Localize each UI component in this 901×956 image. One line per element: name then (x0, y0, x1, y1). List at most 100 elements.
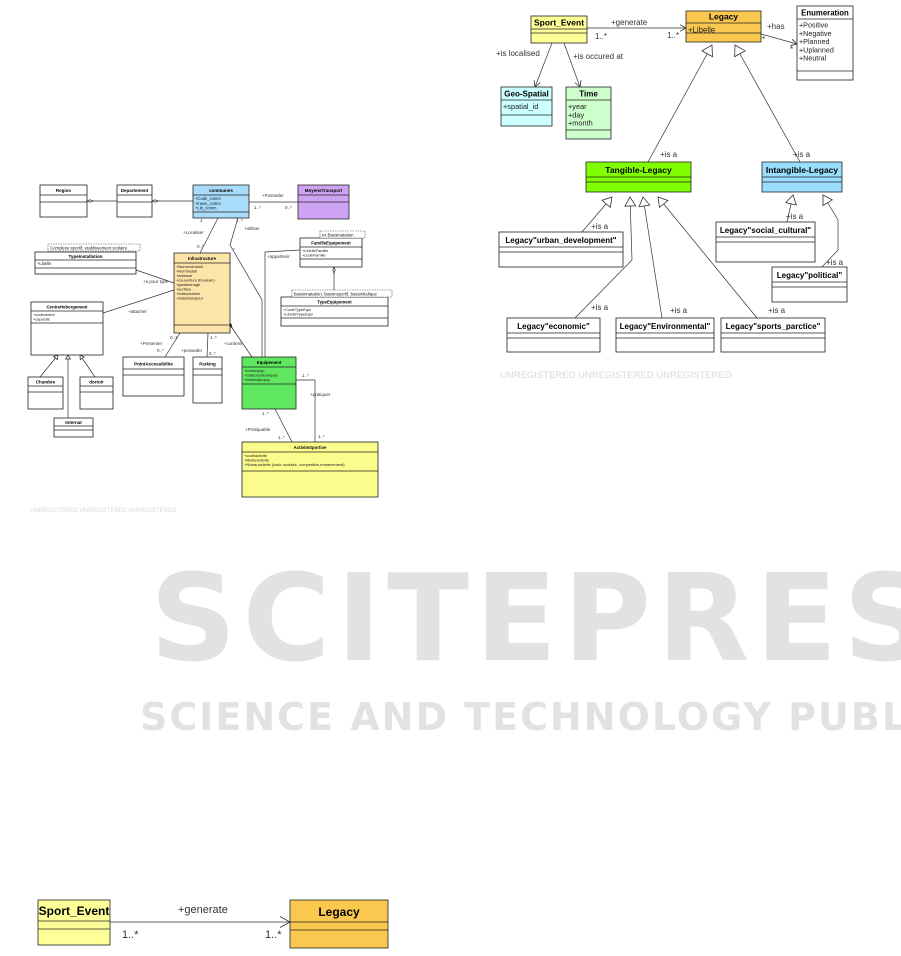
association-line (563, 42, 581, 88)
class-name: communes (209, 188, 233, 193)
label-isa_sports: +is a (768, 306, 786, 315)
class-sport[interactable]: Sport_Event (530, 15, 588, 44)
association-line (534, 42, 553, 88)
class-attribute: +Niveauactivite (loisir, scolaire, compe… (244, 462, 345, 467)
note-text: Complexe sportif, etablissement scolaire (50, 246, 128, 251)
label-m_pres1: 0..1 (170, 335, 178, 340)
class-communes[interactable]: communes +Code_comm+insee_comm+Lib_comm (192, 184, 250, 219)
class-geo[interactable]: Geo-Spatial+spatial_id (500, 86, 553, 127)
generalization-arrow-icon (64, 354, 72, 360)
label-localised: +is localised (496, 49, 540, 58)
class-attribute: +Negative (799, 30, 831, 38)
class-attribute: +codeactivite (244, 453, 268, 458)
association-line (79, 354, 96, 378)
generalization-arrow-icon (79, 354, 86, 361)
class-tangible[interactable]: Tangible-Legacy (585, 161, 692, 193)
label-isa_econ: +is a (591, 303, 609, 312)
association-line (274, 408, 293, 443)
class-chambre[interactable]: Chambre (27, 376, 64, 410)
label-m_comm_moy1: 1..* (254, 205, 261, 210)
class-centre[interactable]: CentreHebergement+codecentre+capacite (30, 301, 104, 356)
class-legacy[interactable]: Legacy+Libelle (685, 10, 762, 43)
class-name: Time (579, 89, 598, 98)
label-m_poss2: 0..* (209, 351, 216, 356)
class-political[interactable]: Legacy"political" (771, 266, 848, 303)
class-attribute: +codeequip (244, 368, 265, 373)
label-m_pres2: 0..* (157, 348, 164, 353)
class-environmental[interactable]: Legacy"Environmental" (615, 317, 715, 353)
class-attribute: +month (568, 119, 593, 128)
class-social[interactable]: Legacy"social_cultural" (715, 221, 816, 263)
class-moyens[interactable]: MoyensTransport (297, 184, 350, 220)
class-infra[interactable]: Infrastructure+NumeroInstall+NomInstall+… (173, 252, 231, 334)
class-b_sport[interactable]: Sport_Event (37, 899, 111, 946)
association-line (206, 332, 209, 358)
class-urban[interactable]: Legacy"urban_development" (498, 231, 624, 268)
class-sports[interactable]: Legacy"sports_parctice" (720, 317, 826, 353)
generalization-arrow-icon (784, 194, 797, 206)
class-parking[interactable]: Parking (192, 356, 223, 404)
association-line (229, 217, 263, 357)
class-equipement[interactable]: Equipement+codeequip+datecreationequip+d… (241, 356, 297, 410)
association-line (164, 332, 181, 358)
class-typeequip[interactable]: TypeEquipement+CodeTypeEqui+LibelleTypeE… (280, 296, 389, 327)
label-occured: +is occured at (573, 52, 624, 61)
class-activite[interactable]: ActiviteSportive+codeactivite+libelleAct… (241, 441, 379, 498)
class-attribute: +spatial_id (503, 102, 538, 111)
class-intangible[interactable]: Intangible-Legacy (761, 161, 843, 193)
class-name: CentreHebergement (46, 304, 88, 309)
class-attribute: +Neutral (799, 54, 827, 62)
label-localiser: +Localiser (183, 230, 204, 235)
label-m_poss1: 1..* (210, 335, 217, 340)
class-pointacc[interactable]: PointAccessibilite (122, 356, 185, 397)
class-attribute: +Lib_comm (195, 206, 217, 211)
label-m_loc1: 1 (200, 218, 203, 223)
class-departement[interactable]: Departement (116, 184, 153, 218)
class-attribute: +insee_comm (195, 201, 221, 206)
label-attacher: +attacher (128, 309, 147, 314)
label-m_gen1: 1..* (595, 32, 607, 41)
class-name: FamilleEquipement (311, 240, 351, 245)
class-internat[interactable]: Internat (53, 417, 94, 438)
class-attribute: +surface (176, 287, 192, 292)
class-region[interactable]: Region (39, 184, 88, 218)
label-isa_social: +is a (786, 212, 804, 221)
generalization-arrow-icon (822, 194, 834, 207)
generalization-arrow-icon (624, 196, 637, 207)
class-enum[interactable]: Enumeration+Positive+Negative+Planned+Up… (796, 5, 854, 81)
class-name: dortoir (89, 379, 104, 384)
class-attribute: +datemiseajour (176, 296, 204, 301)
note-note_typeinst: Complexe sportif, etablissement scolaire (47, 243, 141, 252)
class-dortoir[interactable]: dortoir (79, 376, 114, 410)
class-time[interactable]: Time+year+day+month (565, 86, 612, 140)
class-name: Legacy (318, 905, 360, 919)
class-attribute: +capacite (33, 317, 51, 322)
label-m_util1: 1..* (236, 218, 243, 223)
class-name: Sport_Event (39, 904, 110, 918)
label-m_prat1: 1..* (262, 411, 269, 416)
class-name: Legacy"urban_development" (505, 236, 616, 245)
class-economic[interactable]: Legacy"economic" (506, 317, 601, 353)
class-typeinst[interactable]: TypeInstallation+Libelle (34, 251, 137, 275)
class-attribute: +couverture (boulean) (176, 278, 215, 283)
class-name: Legacy (709, 12, 739, 22)
class-famille[interactable]: FamilleEquipement+LibelleFamille+codeFam… (299, 237, 363, 268)
unregistered-watermark-text: UNREGISTERED UNREGISTERED UNREGISTERED (500, 370, 732, 381)
note-note_famille: ex:Bassinatation (319, 230, 366, 239)
association-line (102, 289, 175, 314)
class-b_legacy[interactable]: Legacy (289, 899, 389, 949)
association-line (296, 379, 316, 442)
association-line (657, 196, 758, 319)
label-isa_env: +is a (670, 306, 688, 315)
class-attribute: +Code_comm (195, 196, 221, 201)
class-attribute: +datecreation (176, 291, 200, 296)
label-m_loc2: 0..* (197, 244, 204, 249)
label-utiliser: +utiliser (244, 226, 260, 231)
class-name: TypeInstallation (69, 254, 103, 259)
label-posseder2: +posseder (181, 348, 203, 353)
association-lines (39, 24, 839, 928)
class-name: Tangible-Legacy (605, 165, 672, 175)
label-b_generate: +generate (178, 904, 228, 916)
